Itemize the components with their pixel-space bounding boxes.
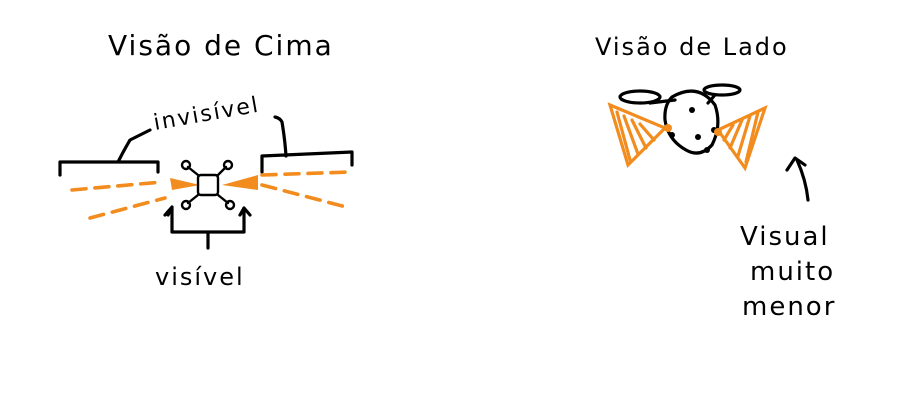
bracket-right bbox=[260, 115, 354, 174]
label-visible: visível bbox=[155, 263, 245, 291]
arrow-up-icon bbox=[785, 156, 810, 202]
light-beams-top bbox=[70, 170, 352, 220]
side-label-line2: muito bbox=[750, 257, 835, 287]
label-invisible: invisível bbox=[152, 93, 262, 136]
drone-side-icon bbox=[607, 83, 768, 172]
side-view-title: Visão de Lado bbox=[595, 33, 789, 61]
bracket-bottom bbox=[163, 205, 252, 250]
top-view-title: Visão de Cima bbox=[108, 29, 334, 62]
bracket-left bbox=[58, 128, 160, 177]
drone-top-icon bbox=[170, 159, 258, 211]
side-label-line3: menor bbox=[742, 292, 836, 322]
side-label-line1: Visual bbox=[740, 222, 830, 252]
